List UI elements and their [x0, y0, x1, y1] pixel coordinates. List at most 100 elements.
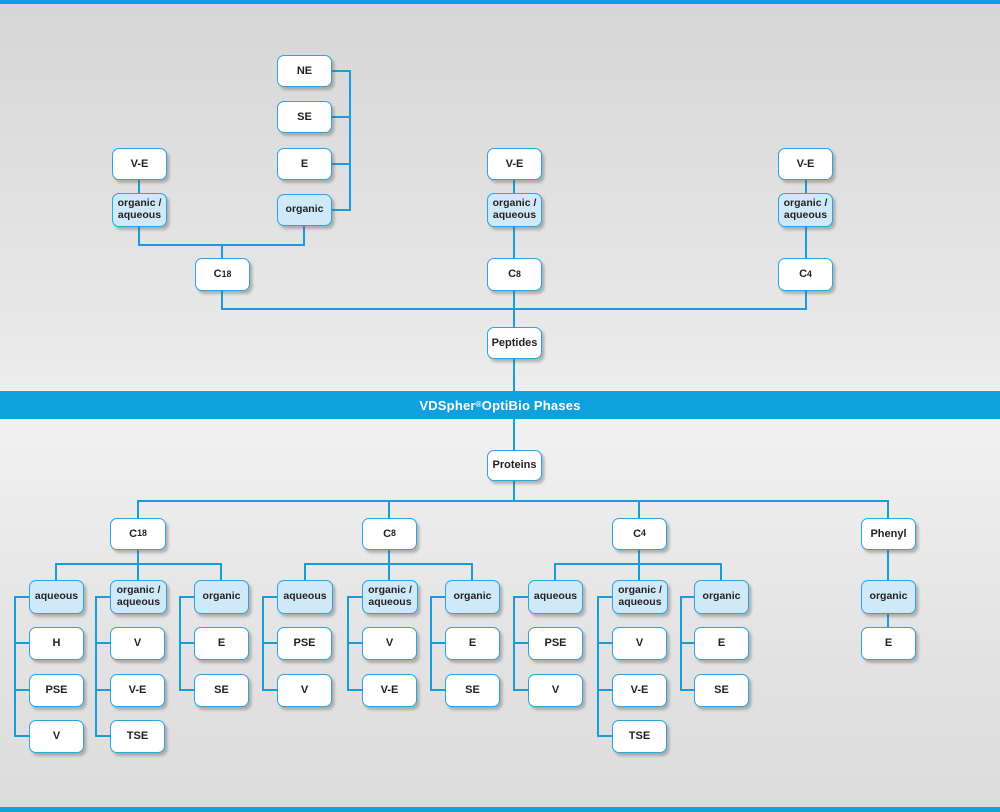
connector	[14, 596, 16, 737]
prot-c18-mode-organic: organic	[194, 580, 249, 614]
prot-c8-aq-phase-pse: PSE	[277, 627, 332, 660]
prot-c8-aq-phase-v: V	[277, 674, 332, 707]
connector	[805, 227, 807, 259]
connector	[14, 642, 30, 644]
connector	[388, 563, 390, 580]
connector	[221, 291, 223, 309]
connector	[220, 563, 222, 580]
prot-c8-mode-organic: organic	[445, 580, 500, 614]
connector	[597, 596, 599, 737]
connector	[179, 642, 195, 644]
connector	[95, 596, 111, 598]
connector	[95, 642, 111, 644]
connector	[95, 735, 111, 737]
connector	[179, 596, 195, 598]
connector	[430, 642, 446, 644]
hub-proteins: Proteins	[487, 450, 542, 481]
connector	[597, 689, 613, 691]
connector	[262, 642, 278, 644]
connector	[805, 291, 807, 309]
connector	[137, 563, 139, 580]
connector	[347, 689, 363, 691]
connector	[680, 642, 696, 644]
prot-c4-oa-phase-v: V	[612, 627, 667, 660]
prot-c4-mode-aqueous: aqueous	[528, 580, 583, 614]
connector	[262, 689, 278, 691]
connector	[332, 209, 350, 211]
prot-c8-org-phase-e: E	[445, 627, 500, 660]
connector	[137, 550, 139, 564]
prot-c4-aq-phase-pse: PSE	[528, 627, 583, 660]
connector	[597, 596, 613, 598]
prot-c18-aq-phase-v: V	[29, 720, 84, 753]
prot-c18-oa-phase-v: V	[110, 627, 165, 660]
connector	[138, 180, 140, 194]
connector	[513, 291, 515, 309]
connector	[680, 596, 696, 598]
prot-c4-mode-organic: organic	[694, 580, 749, 614]
hub-peptides: Peptides	[487, 327, 542, 359]
connector	[430, 596, 446, 598]
connector	[14, 596, 30, 598]
connector	[303, 226, 305, 245]
connector	[388, 550, 390, 564]
connector	[597, 642, 613, 644]
connector	[388, 500, 390, 518]
connector	[55, 563, 57, 580]
connector	[137, 500, 139, 518]
connector	[332, 70, 350, 72]
prot-c4-org-phase-e: E	[694, 627, 749, 660]
prot-column-phenyl: Phenyl	[861, 518, 916, 550]
prot-phenyl-org-phase-e: E	[861, 627, 916, 660]
pep-c18-phase-se: SE	[277, 101, 332, 133]
prot-c18-aq-phase-pse: PSE	[29, 674, 84, 707]
connector	[887, 614, 889, 628]
prot-c18-oa-phase-ve: V-E	[110, 674, 165, 707]
prot-c18-org-phase-e: E	[194, 627, 249, 660]
connector	[887, 550, 889, 580]
connector	[554, 563, 721, 565]
connector	[513, 642, 529, 644]
connector	[137, 500, 889, 502]
prot-phenyl-mode-organic: organic	[861, 580, 916, 614]
connector	[14, 689, 30, 691]
pep-c18-phase-ve: V-E	[112, 148, 167, 180]
connector	[262, 596, 278, 598]
prot-c18-aq-phase-h: H	[29, 627, 84, 660]
connector	[638, 563, 640, 580]
pep-c4-mode-organic-aqueous: organic / aqueous	[778, 193, 833, 227]
connector	[554, 563, 556, 580]
connector	[95, 596, 97, 737]
connector	[347, 596, 363, 598]
top-accent-bar	[0, 0, 1000, 4]
prot-c8-oa-phase-v: V	[362, 627, 417, 660]
connector	[471, 563, 473, 580]
prot-c4-oa-phase-ve: V-E	[612, 674, 667, 707]
connector	[680, 689, 696, 691]
pep-c18-phase-e: E	[277, 148, 332, 180]
pep-c18-mode-organic-aqueous: organic / aqueous	[112, 193, 167, 227]
prot-c4-aq-phase-v: V	[528, 674, 583, 707]
connector	[347, 642, 363, 644]
connector	[138, 227, 140, 245]
prot-c18-mode-organic-aqueous: organic / aqueous	[110, 580, 167, 614]
connector	[805, 180, 807, 194]
connector	[349, 70, 351, 211]
connector	[513, 689, 529, 691]
connector	[720, 563, 722, 580]
connector	[430, 689, 446, 691]
connector	[513, 419, 515, 450]
connector	[887, 500, 889, 518]
connector	[14, 735, 30, 737]
connector	[332, 163, 350, 165]
connector	[638, 500, 640, 518]
connector	[332, 116, 350, 118]
connector	[597, 735, 613, 737]
connector	[513, 596, 529, 598]
